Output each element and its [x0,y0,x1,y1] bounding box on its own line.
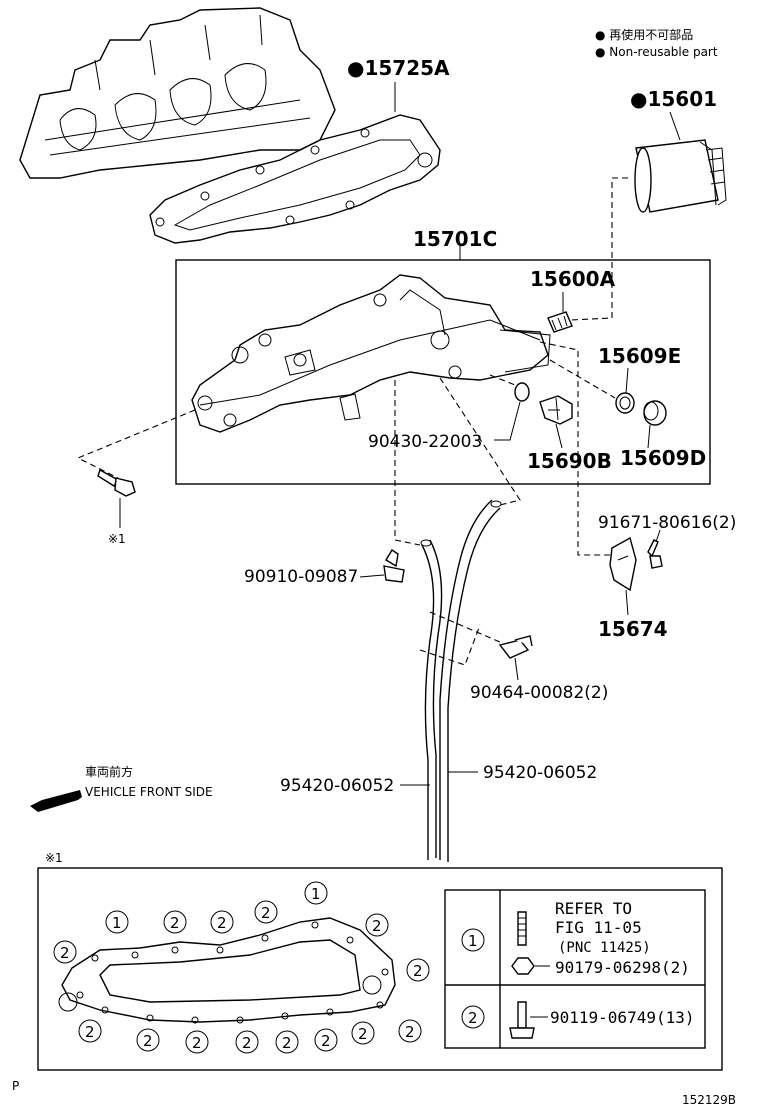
table-row2-number: 2 [468,1009,478,1027]
table-row1-number: 1 [468,932,478,950]
bolt-91671-drawing [647,539,663,569]
legend-en: ● Non-reusable part [595,45,718,59]
circle-label: 1 [105,910,129,934]
svg-text:2: 2 [413,962,423,980]
svg-text:2: 2 [321,1032,331,1050]
assembly-box-15701C [175,259,711,485]
gasket-15725A-drawing [149,114,441,244]
fitting-15600A-drawing [547,311,573,333]
svg-text:2: 2 [242,1034,252,1052]
label-front-en: VEHICLE FRONT SIDE [85,785,213,799]
circle-label: 2 [0,0,10,4]
circle-label: 2 [53,940,77,964]
footer-left: P [12,1079,19,1093]
bracket-15674-drawing [609,536,637,592]
circle-label: 2 [78,1019,102,1043]
nut-icon [511,957,535,975]
label-90119-06749: 90119-06749(13) [550,1008,695,1027]
label-note1: ※1 [108,532,126,546]
front-direction-arrow-icon [30,790,82,812]
ring-15609E-icon [615,392,635,414]
label-15674: 15674 [598,617,668,641]
svg-text:2: 2 [217,914,227,932]
label-90430-22003: 90430-22003 [368,432,482,452]
detail-box [37,867,723,1071]
legend-jp: ● 再使用不可部品 [595,27,693,42]
detail-circle-labels: 1 2 2 2 1 2 2 2 2 2 2 2 2 2 2 2 2 [0,0,430,1054]
circle-label: 2 [351,1021,375,1045]
refer-line2: FIG 11-05 [555,918,642,937]
label-15690B: 15690B [527,449,612,473]
svg-text:2: 2 [192,1034,202,1052]
circle-label: 2 [365,913,389,937]
svg-text:2: 2 [358,1025,368,1043]
circle-label: 2 [136,1028,160,1052]
refer-line3: (PNC 11425) [558,940,651,956]
label-15701C: 15701C [413,227,497,251]
circle-label: 2 [210,910,234,934]
circle-label: 2 [314,1028,338,1052]
label-95420-06052-right: 95420-06052 [483,763,597,783]
svg-text:2: 2 [261,904,271,922]
circle-label: 2 [275,1030,299,1054]
label-95420-06052-left: 95420-06052 [280,776,394,796]
fitting-90910-drawing [383,549,405,583]
circle-label: 2 [254,900,278,924]
reference-table: 1 2 REFER TO FIG 11-05 (PNC 11425) 90179… [444,889,706,1049]
svg-text:2: 2 [143,1032,153,1050]
circle-label: 2 [406,958,430,982]
svg-text:2: 2 [60,944,70,962]
circle-label: 2 [185,1030,209,1054]
label-15601: ●15601 [630,87,717,111]
sensor-15690B-drawing [539,395,573,425]
clamp-90464-drawing [498,635,533,659]
plug-15609D-drawing [643,400,667,426]
svg-text:2: 2 [85,1023,95,1041]
oil-cooler-housing-drawing [191,274,551,433]
label-detail-note1: ※1 [45,851,63,865]
bolt-note1-drawing [97,468,136,497]
stud-icon [517,911,527,946]
svg-text:1: 1 [112,914,122,932]
svg-text:2: 2 [405,1023,415,1041]
circle-label: 1 [304,881,328,905]
label-90910-09087: 90910-09087 [244,567,358,587]
label-front-jp: 車両前方 [85,764,133,779]
label-15600A: 15600A [530,267,616,291]
guide-tubes-drawing [420,499,502,862]
oil-filter-15601-drawing [634,139,727,213]
label-15725A: ●15725A [347,56,450,80]
svg-text:2: 2 [372,917,382,935]
engine-block-drawing [19,7,336,179]
label-91671-80616: 91671-80616(2) [598,513,736,533]
label-15609E: 15609E [598,344,681,368]
gasket-90430-icon [514,382,530,402]
circle-label: 2 [398,1019,422,1043]
svg-text:2: 2 [282,1034,292,1052]
svg-text:2: 2 [170,914,180,932]
circle-label: 2 [235,1030,259,1054]
label-90179-06298: 90179-06298(2) [555,958,690,977]
footer-figure-code: 152129B [682,1093,736,1107]
svg-text:1: 1 [311,885,321,903]
label-90464-00082: 90464-00082(2) [470,683,608,703]
label-15609D: 15609D [620,446,706,470]
detail-gasket-drawing [58,917,396,1024]
bolt-icon [517,1001,527,1029]
circle-label: 2 [163,910,187,934]
refer-line1: REFER TO [555,899,632,918]
